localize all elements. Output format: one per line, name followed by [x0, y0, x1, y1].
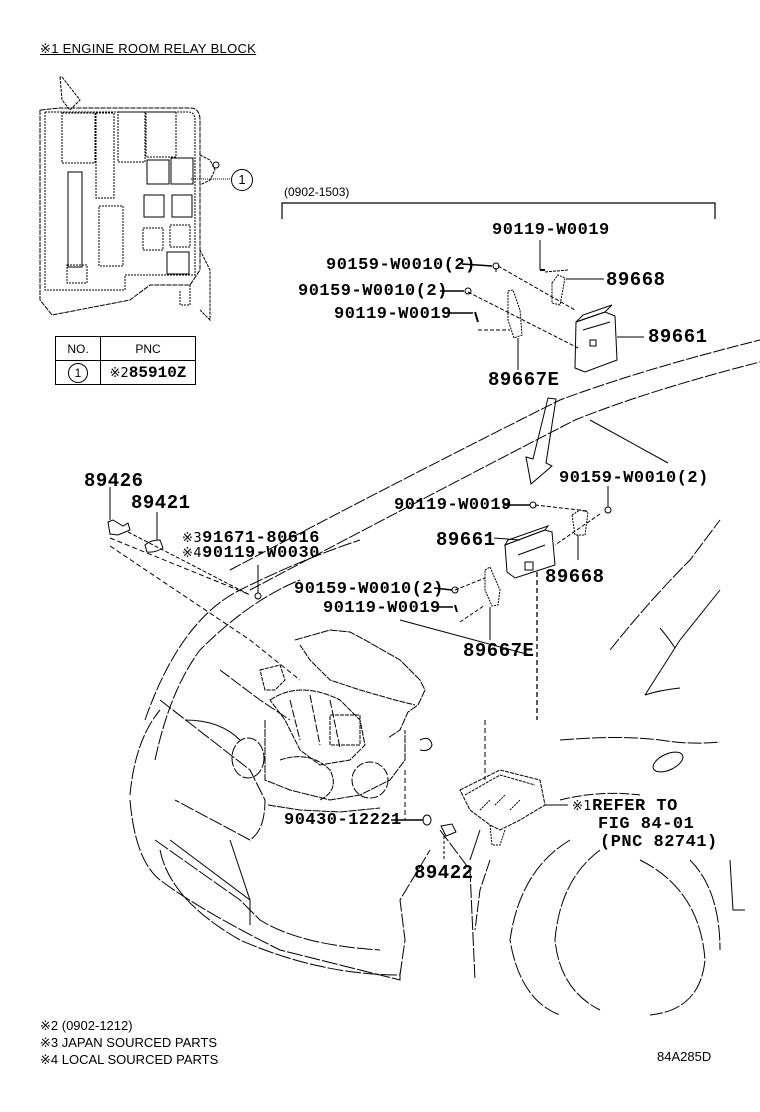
part-label-90159-w0010[interactable]: 90159-W0010(2)	[326, 256, 476, 275]
part-label-90119-w0019[interactable]: 90119-W0019	[492, 221, 610, 240]
part-label-89668[interactable]: 89668	[606, 269, 666, 291]
sensor-drawing	[107, 487, 262, 600]
footnote-text: JAPAN SOURCED PARTS	[61, 1035, 218, 1050]
part-label-89661[interactable]: 89661	[648, 326, 708, 348]
part-label-90159-w0010[interactable]: 90159-W0010(2)	[559, 469, 709, 488]
inset-ecu-drawing	[440, 240, 644, 373]
part-label-90159-w0010[interactable]: 90159-W0010(2)	[298, 282, 448, 301]
relay-block-title: ※1 ENGINE ROOM RELAY BLOCK	[40, 41, 257, 56]
footnote-mark: ※4	[40, 1052, 59, 1067]
note-mark: ※4	[182, 546, 203, 561]
figure-id: 84A285D	[657, 1049, 712, 1064]
part-label-89668[interactable]: 89668	[545, 566, 605, 588]
refer-text-pnc: (PNC 82741)	[600, 833, 718, 852]
part-label-90159-w0010[interactable]: 90159-W0010(2)	[294, 580, 444, 599]
header-pnc: PNC	[100, 336, 196, 361]
refer-link-fig[interactable]: FIG 84-01	[598, 815, 695, 834]
pnc-value[interactable]: 85910Z	[128, 363, 187, 382]
note-mark: ※1	[572, 799, 593, 814]
part-label-89426[interactable]: 89426	[84, 470, 144, 492]
row-number: 1	[68, 362, 88, 383]
part-label-91671-80616[interactable]: 91671-80616	[202, 529, 320, 548]
relay-block-drawing	[39, 76, 231, 322]
footnote-mark: ※2	[40, 1018, 59, 1033]
footnote-3: ※3 JAPAN SOURCED PARTS	[40, 1036, 217, 1049]
relay-block-main-drawing	[459, 769, 568, 846]
pnc-table: NO. PNC 1 ※285910Z	[55, 336, 196, 385]
part-label-90119-w0019[interactable]: 90119-W0019	[334, 305, 452, 324]
part-label-90119-w0030[interactable]: 90119-W0030	[202, 544, 320, 563]
inset-bracket	[281, 202, 716, 219]
main-ecu-drawing	[433, 486, 612, 780]
part-label-89667e[interactable]: 89667E	[463, 640, 535, 662]
pnc-table-header-row: NO. PNC	[55, 336, 196, 361]
header-no: NO.	[55, 336, 101, 361]
direction-arrow	[525, 397, 557, 485]
part-label-89667e[interactable]: 89667E	[488, 369, 560, 391]
note-mark: ※2	[109, 365, 129, 381]
part-label-89661[interactable]: 89661	[436, 529, 496, 551]
table-row[interactable]: 1 ※285910Z	[55, 360, 196, 385]
part-label-89421[interactable]: 89421	[131, 492, 191, 514]
footnote-text: LOCAL SOURCED PARTS	[61, 1052, 219, 1067]
part-label-89422[interactable]: 89422	[414, 862, 474, 884]
car-body-drawing	[109, 339, 760, 1016]
footnote-4: ※4 LOCAL SOURCED PARTS	[40, 1053, 218, 1066]
callout-number-1[interactable]: 1	[231, 169, 253, 191]
engine-drawing	[259, 629, 433, 820]
footnote-text: (0902-1212)	[61, 1018, 133, 1033]
inset-date-range: (0902-1503)	[284, 185, 350, 199]
part-label-90430-12221[interactable]: 90430-12221	[284, 811, 402, 830]
refer-text-line1: REFER TO	[592, 797, 678, 816]
part-label-90119-w0019[interactable]: 90119-W0019	[323, 599, 441, 618]
footnote-2: ※2 (0902-1212)	[40, 1019, 133, 1032]
footnote-mark: ※3	[40, 1035, 59, 1050]
knock-sensor-drawing	[391, 814, 457, 860]
note-mark: ※3	[182, 531, 203, 546]
part-label-90119-w0019[interactable]: 90119-W0019	[394, 496, 512, 515]
